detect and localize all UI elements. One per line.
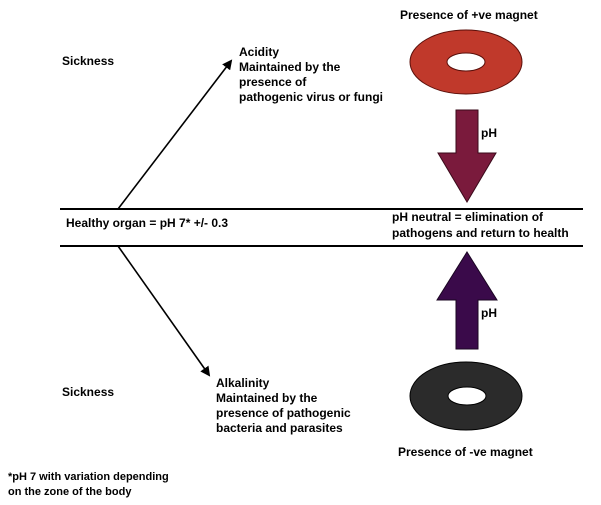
arrow-to-acidity [117,59,233,210]
alkalinity-title: Alkalinity [216,376,270,390]
ph-neutral-line-1: pH neutral = elimination of [392,210,544,224]
ph-label-top: pH [481,126,497,140]
positive-magnet-label: Presence of +ve magnet [400,8,538,22]
arrow-to-alkalinity [117,245,211,377]
ph-label-bottom: pH [481,306,497,320]
ph-neutral-line-2: pathogens and return to health [392,226,569,240]
acidity-desc-line-3: pathogenic virus or fungi [239,90,384,104]
alkalinity-desc-line-3: bacteria and parasites [216,421,343,435]
acidity-desc-line-2: presence of [239,75,307,89]
alkalinity-desc-line-1: Maintained by the [216,391,318,405]
ph-arrow-down [437,109,497,203]
bottom-sickness-label: Sickness [62,385,115,399]
acidity-title: Acidity [239,45,280,59]
negative-magnet-label: Presence of -ve magnet [398,445,533,459]
ph-arrow-up [436,251,498,350]
alkalinity-desc-line-2: presence of pathogenic [216,406,351,420]
top-sickness-label: Sickness [62,54,115,68]
negative-magnet-ring [409,361,523,431]
footnote-line-2: on the zone of the body [8,486,132,498]
positive-magnet-ring [409,29,523,95]
healthy-organ-label: Healthy organ = pH 7* +/- 0.3 [66,216,229,230]
footnote-line-1: *pH 7 with variation depending [8,471,169,483]
acidity-desc-line-1: Maintained by the [239,60,341,74]
